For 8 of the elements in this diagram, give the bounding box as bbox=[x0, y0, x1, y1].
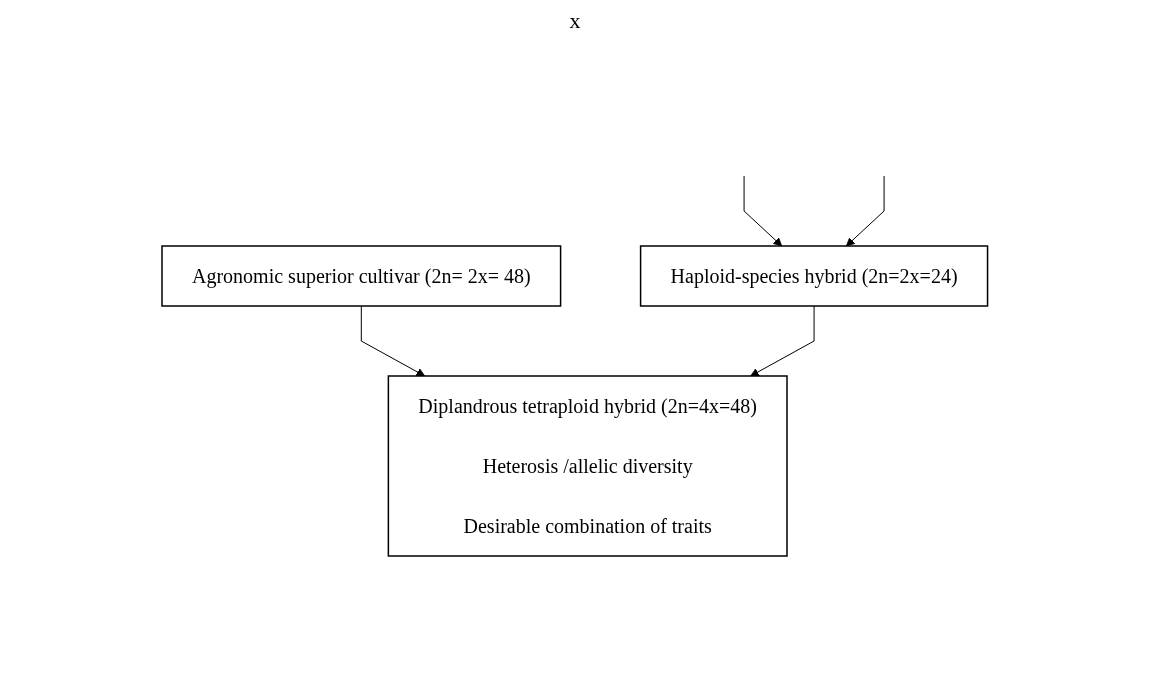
arrow bbox=[750, 305, 815, 377]
arrow bbox=[846, 175, 885, 247]
arrow bbox=[361, 305, 426, 377]
arrow bbox=[743, 175, 783, 247]
node-box: Agronomic superior cultivar (2n= 2x= 48) bbox=[161, 245, 562, 307]
node-box: Diplandrous tetraploid hybrid (2n=4x=48) Heterosis /allelic diversity Desirable combination of traits bbox=[387, 375, 788, 557]
cross-sign: x bbox=[569, 8, 581, 33]
node-box: Haploid-species hybrid (2n=2x=24) bbox=[640, 245, 989, 307]
